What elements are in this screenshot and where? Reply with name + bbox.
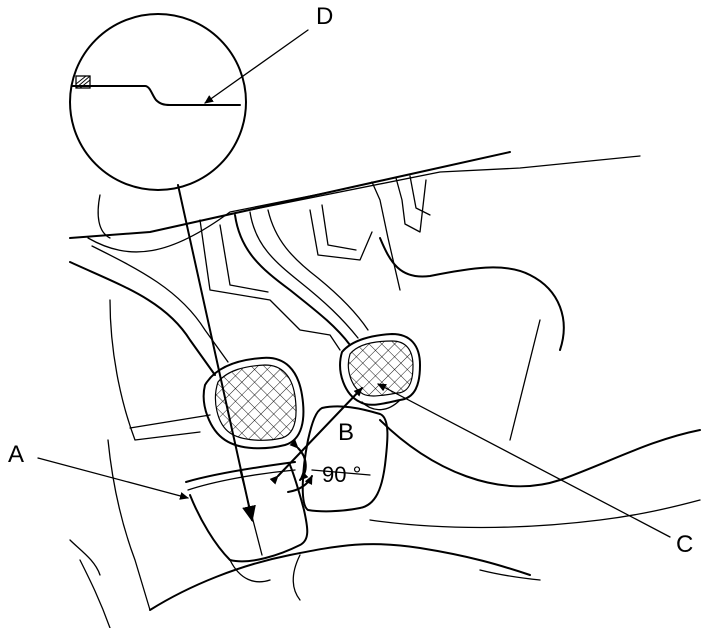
- upper-pedal-pad: [339, 333, 421, 411]
- callout-leader-d: [204, 29, 309, 104]
- inset-leader-arrow: [177, 184, 256, 522]
- callout-label-d: D: [316, 3, 333, 30]
- foot-rest-a: [185, 461, 309, 583]
- callout-label-c: C: [676, 531, 693, 558]
- callout-label-b: B: [338, 419, 354, 446]
- callout-leader-a: [37, 457, 189, 500]
- angle-label: 90 °: [322, 462, 361, 487]
- pedal-arms: [69, 209, 369, 376]
- callout-label-a: A: [8, 441, 24, 468]
- callout-leader-c: [377, 383, 671, 538]
- dashboard-outline: [69, 151, 641, 351]
- angle-arcs: [287, 439, 313, 493]
- floor-trim: [69, 237, 701, 628]
- detail-inset-circle: [69, 13, 247, 191]
